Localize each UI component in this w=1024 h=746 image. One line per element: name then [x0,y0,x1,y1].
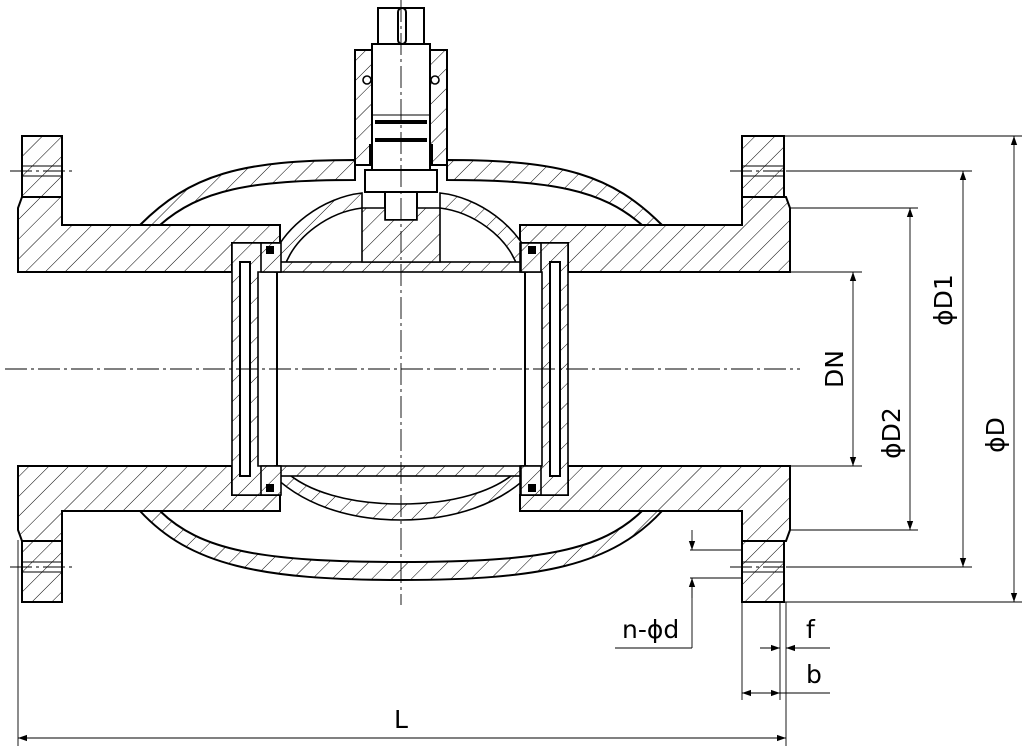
right-flange-bolt-ears [730,135,795,603]
label-bolt-hole: n-ϕd [622,615,679,644]
dimension-l [17,540,786,746]
lower-spherical-shell [137,510,665,582]
label-l: L [394,705,408,734]
dimension-d [784,135,1022,603]
label-d1: ϕD1 [929,274,958,326]
left-flange-bolt-ears [10,135,75,603]
dimension-d2 [790,207,918,531]
dimension-f-b [741,602,830,746]
label-d2: ϕD2 [877,407,906,459]
center-lines [5,0,800,605]
dimension-dn [790,271,862,467]
upper-spherical-shell [137,158,665,226]
label-f: f [806,615,816,644]
label-dn: DN [820,350,849,388]
dimension-d1 [786,170,972,568]
dimension-bolt-hole [615,530,742,649]
label-b: b [806,660,822,689]
label-d: ϕD [981,417,1010,453]
